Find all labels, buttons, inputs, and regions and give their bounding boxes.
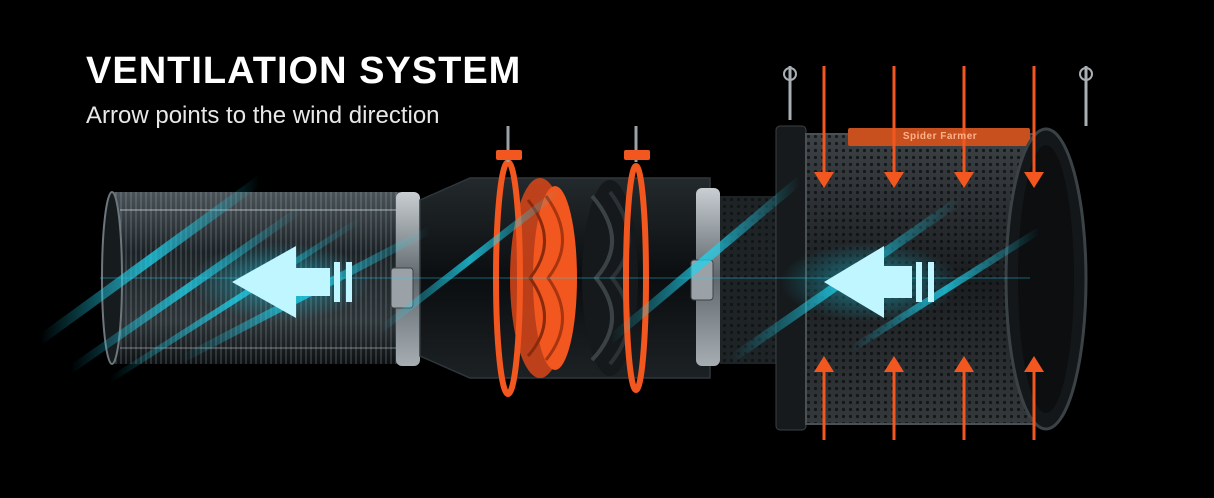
fan-flange-right (623, 163, 649, 393)
filter-hanger-left (783, 66, 797, 120)
airflow-arrow-duct (190, 242, 370, 322)
fan-mount-clip-left (496, 126, 522, 162)
page-title: VENTILATION SYSTEM (86, 50, 522, 92)
page-subtitle: Arrow points to the wind direction (86, 102, 440, 129)
fan-impeller (510, 178, 577, 378)
inline-fan (419, 126, 711, 397)
airflow-arrow-filter (780, 242, 960, 322)
filter-brand-label: Spider Farmer (902, 131, 978, 142)
intake-arrows-bottom (814, 356, 1044, 440)
intake-arrows-top (814, 66, 1044, 188)
filter-hanger-right (1079, 66, 1093, 126)
fan-mount-clip-right (624, 126, 650, 162)
